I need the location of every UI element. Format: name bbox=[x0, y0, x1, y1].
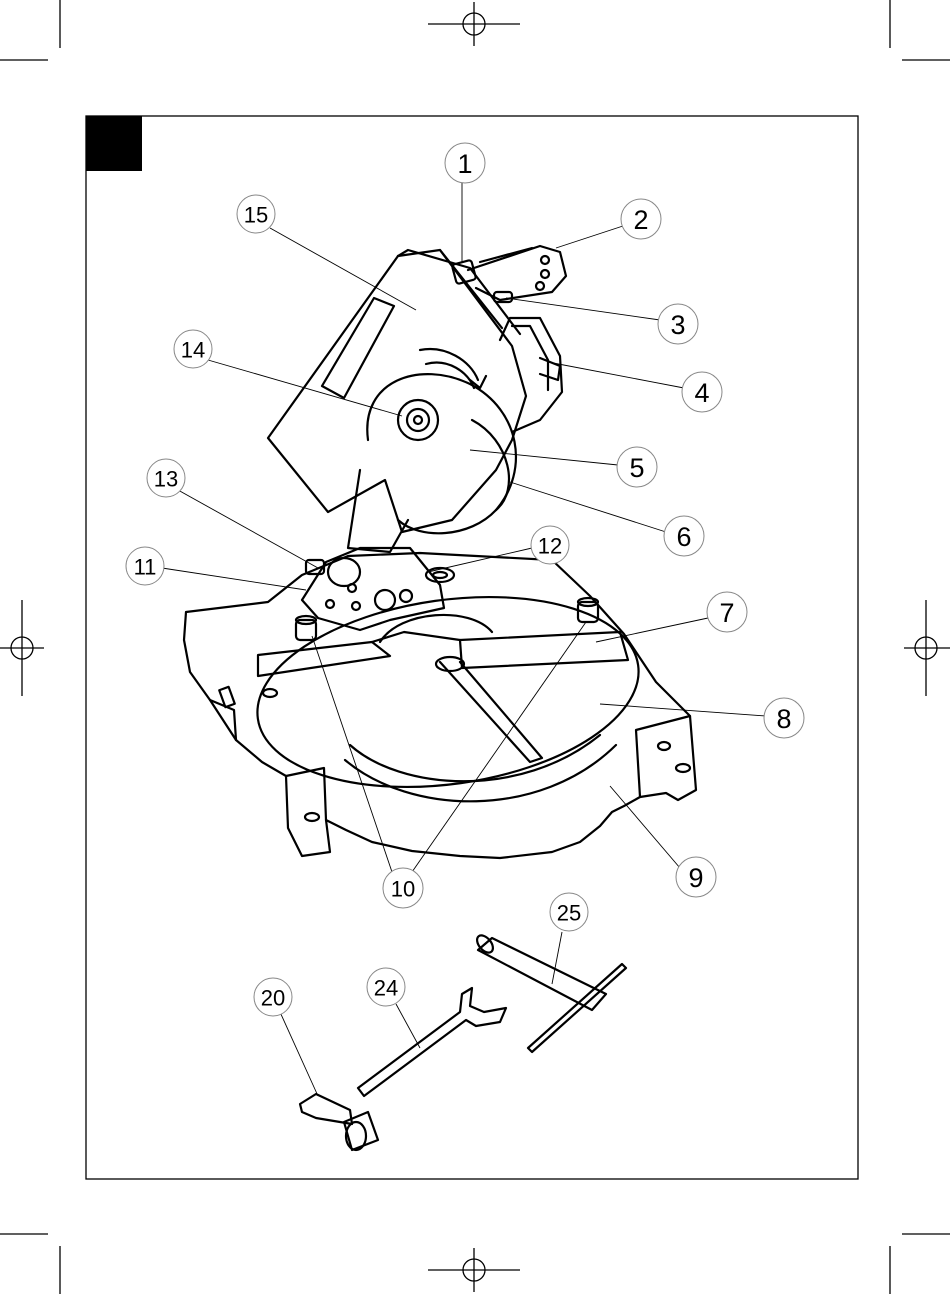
callout-label-25: 25 bbox=[557, 901, 581, 926]
fence bbox=[258, 568, 628, 676]
section-tab-marker bbox=[86, 116, 142, 171]
callout-label-1: 1 bbox=[457, 149, 472, 179]
saw-head bbox=[268, 250, 526, 552]
callout-6: 6 bbox=[664, 516, 704, 556]
callout-14: 14 bbox=[174, 330, 212, 368]
motor-and-handle bbox=[452, 246, 566, 432]
callout-label-24: 24 bbox=[374, 976, 398, 1001]
callout-label-2: 2 bbox=[633, 205, 648, 235]
turntable bbox=[245, 574, 651, 810]
registration-mark-top bbox=[428, 2, 520, 46]
callout-15: 15 bbox=[237, 195, 275, 233]
callout-label-12: 12 bbox=[538, 534, 562, 559]
callout-4: 4 bbox=[682, 372, 722, 412]
callout-label-5: 5 bbox=[629, 453, 644, 483]
callout-24: 24 bbox=[367, 968, 405, 1006]
callout-label-3: 3 bbox=[670, 310, 685, 340]
registration-mark-left bbox=[0, 600, 44, 696]
callout-label-14: 14 bbox=[181, 338, 205, 363]
clamp-part-20 bbox=[300, 1094, 378, 1150]
callout-label-15: 15 bbox=[244, 203, 268, 228]
callout-3: 3 bbox=[658, 304, 698, 344]
callout-25: 25 bbox=[550, 893, 588, 931]
callout-2: 2 bbox=[621, 199, 661, 239]
registration-mark-bottom bbox=[428, 1248, 520, 1292]
socket-wrench-part-25 bbox=[474, 932, 626, 1052]
callout-label-20: 20 bbox=[261, 986, 285, 1011]
callout-1: 1 bbox=[445, 143, 485, 183]
callout-13: 13 bbox=[147, 459, 185, 497]
callout-11: 11 bbox=[126, 547, 164, 585]
callout-label-4: 4 bbox=[694, 378, 709, 408]
callout-label-8: 8 bbox=[776, 704, 791, 734]
callout-label-11: 11 bbox=[134, 555, 157, 580]
callout-label-13: 13 bbox=[154, 467, 178, 492]
callout-20: 20 bbox=[254, 978, 292, 1016]
callouts: 1 2 3 4 5 6 7 8 9 10 11 12 13 14 15 20 2… bbox=[126, 143, 804, 1016]
figure-frame bbox=[86, 116, 858, 1179]
callout-9: 9 bbox=[676, 857, 716, 897]
callout-10: 10 bbox=[383, 868, 423, 908]
callout-label-9: 9 bbox=[688, 863, 703, 893]
registration-mark-right bbox=[904, 600, 950, 696]
callout-7: 7 bbox=[707, 592, 747, 632]
callout-label-7: 7 bbox=[719, 598, 734, 628]
callout-8: 8 bbox=[764, 698, 804, 738]
callout-5: 5 bbox=[617, 447, 657, 487]
callout-12: 12 bbox=[531, 526, 569, 564]
callout-label-6: 6 bbox=[676, 522, 691, 552]
callout-label-10: 10 bbox=[391, 877, 415, 902]
